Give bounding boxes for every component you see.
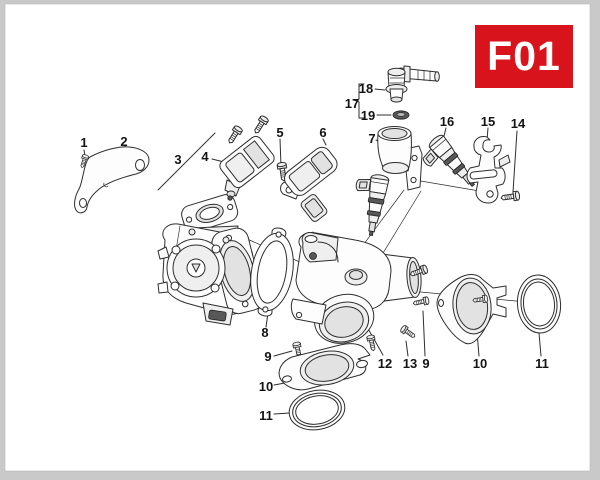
part-2-bracket (74, 146, 150, 214)
part-7-intake-funnel (377, 126, 423, 191)
callouts: 1 2 3 4 5 6 7 8 9 10 11 12 13 9 10 11 14… (80, 81, 548, 423)
callout-18: 18 (359, 81, 373, 96)
callout-5: 5 (276, 125, 283, 140)
callout-4: 4 (201, 149, 209, 164)
callout-10b: 10 (473, 356, 487, 371)
callout-19: 19 (361, 108, 375, 123)
part-19-oring (392, 110, 410, 120)
callout-8: 8 (261, 325, 268, 340)
callout-7: 7 (368, 131, 375, 146)
part-6-map-sensor (280, 146, 338, 222)
callout-16: 16 (440, 114, 454, 129)
callout-1: 1 (80, 135, 87, 150)
part-10-flange-right (436, 274, 507, 345)
callout-3: 3 (174, 152, 181, 167)
part-3-throttle-body-left (157, 194, 264, 326)
callout-14: 14 (511, 116, 526, 131)
part-4-sensor (219, 135, 275, 201)
callout-12: 12 (378, 356, 392, 371)
callout-9a: 9 (264, 349, 271, 364)
part-15-bracket (466, 136, 511, 204)
part-10-flange-left (278, 343, 371, 391)
callout-9b: 9 (422, 356, 429, 371)
callout-11a: 11 (259, 408, 273, 423)
callout-11b: 11 (535, 356, 549, 371)
part-18-fuel-fitting (385, 65, 440, 103)
callout-17: 17 (345, 96, 359, 111)
part-11-oring-left (288, 389, 346, 431)
callout-15: 15 (481, 114, 495, 129)
part-12-throttle-body-right (290, 232, 422, 344)
part-8-gasket (250, 227, 294, 317)
callout-6: 6 (319, 125, 326, 140)
callout-2: 2 (120, 134, 127, 149)
part-11-oring-right (516, 274, 562, 334)
page-code-badge: F01 (475, 25, 573, 88)
callout-13: 13 (403, 356, 417, 371)
callout-10a: 10 (259, 379, 273, 394)
